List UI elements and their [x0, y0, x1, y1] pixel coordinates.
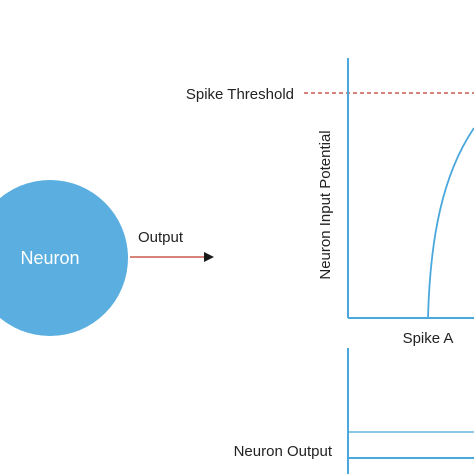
input-potential-curve — [427, 127, 474, 319]
neuron-output-label: Neuron Output — [234, 443, 333, 460]
neuron-label: Neuron — [20, 248, 79, 268]
potential-plot-y-label: Neuron Input Potential — [317, 130, 334, 279]
output-label: Output — [138, 229, 184, 246]
output-arrow-head — [204, 252, 214, 262]
spike-threshold-label: Spike Threshold — [186, 86, 294, 103]
spike-a-label: Spike A — [403, 330, 454, 347]
neuron-circle — [0, 180, 128, 336]
